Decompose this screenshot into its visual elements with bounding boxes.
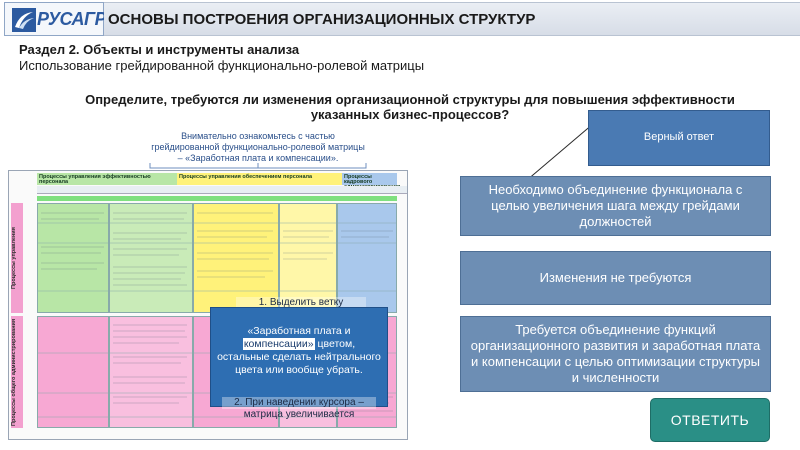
matrix-cell (279, 203, 337, 313)
instruction-step2: 2. При наведении курсора – матрица увели… (222, 397, 376, 420)
page-title: ОСНОВЫ ПОСТРОЕНИЯ ОРГАНИЗАЦИОННЫХ СТРУКТ… (108, 11, 536, 28)
instruction-step1: 1. Выделить ветку (236, 297, 366, 309)
instruction-line1: «Заработная плата и (247, 325, 351, 337)
instruction-box: «Заработная плата и компенсации» цветом,… (210, 307, 388, 407)
matrix-subheader (37, 186, 407, 194)
matrix-side-admin: Процессы общего администрирования (11, 316, 23, 428)
matrix-cell (109, 203, 193, 313)
answer-option-merge-org-development[interactable]: Требуется объединение функций организаци… (460, 316, 771, 392)
answer-option-merge-grades[interactable]: Необходимо объединение функционала с цел… (460, 176, 771, 236)
answer-option-text: Требуется объединение функций организаци… (470, 322, 761, 385)
matrix-cell (109, 316, 193, 428)
logo: РУСАГРО (4, 2, 120, 36)
submit-answer-button[interactable]: ОТВЕТИТЬ (650, 398, 770, 442)
answer-option-text: Изменения не требуются (539, 270, 692, 285)
matrix-top-row (37, 196, 397, 201)
matrix-header-performance: Процессы управления эффективностью персо… (37, 173, 177, 185)
answer-option-no-changes[interactable]: Изменения не требуются (460, 251, 771, 305)
instruction-highlight: компенсации» (242, 338, 315, 350)
question-text: Определите, требуются ли изменения орган… (85, 92, 735, 122)
answer-option-text: Необходимо объединение функционала с цел… (488, 182, 743, 229)
matrix-cell (37, 316, 109, 428)
title-bar: ОСНОВЫ ПОСТРОЕНИЯ ОРГАНИЗАЦИОННЫХ СТРУКТ… (104, 2, 800, 36)
matrix-header-staffing: Процессы управления обеспечением персона… (177, 173, 342, 185)
matrix-side-management: Процессы управления (11, 203, 23, 313)
correct-answer-label: Верный ответ (588, 110, 770, 166)
matrix-note: Внимательно ознакомьтесь с частью грейди… (151, 131, 365, 163)
section-title: Раздел 2. Объекты и инструменты анализа (19, 42, 300, 57)
matrix-cell (193, 203, 279, 313)
header: РУСАГРО ОСНОВЫ ПОСТРОЕНИЯ ОРГАНИЗАЦИОННЫ… (0, 0, 800, 40)
instruction-line2: цветом, остальные сделать нейтрального ц… (217, 338, 381, 376)
rusagro-logo-icon (12, 8, 36, 32)
logo-text: РУСАГРО (37, 9, 120, 29)
matrix-cell (337, 203, 397, 313)
note-bracket-icon (149, 163, 367, 169)
matrix-cell (37, 203, 109, 313)
matrix-column-headers: Процессы управления эффективностью персо… (37, 173, 407, 190)
section-subtitle: Использование грейдированной функциональ… (19, 58, 425, 73)
